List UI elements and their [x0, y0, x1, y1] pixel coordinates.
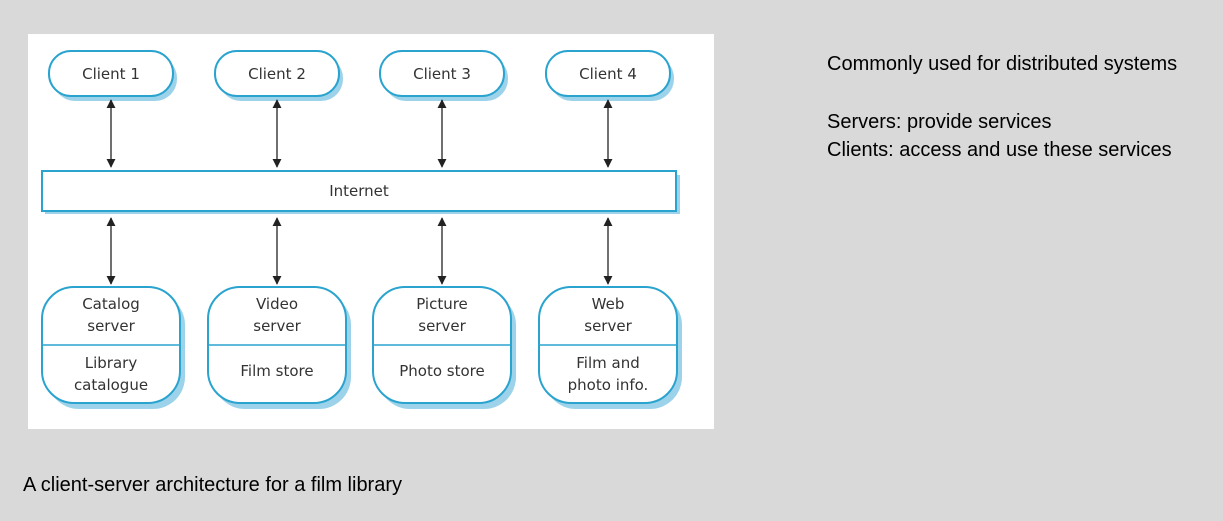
- internet-bar: [41, 170, 677, 212]
- architecture-diagram: Client 1 Client 2 Client 3 Client 4 Internet…: [28, 34, 714, 429]
- side-notes: Commonly used for distributed systems Se…: [827, 50, 1223, 164]
- server-name: Video: [256, 295, 298, 313]
- server-name: Picture: [416, 295, 468, 313]
- server-store-label: catalogue: [74, 376, 148, 394]
- client-node: [545, 50, 671, 97]
- server-store-label: Library: [85, 354, 138, 372]
- client-label: Client 1: [82, 65, 140, 83]
- note-clients: Clients: access and use these services: [827, 139, 1172, 161]
- server-name: server: [253, 317, 301, 335]
- client-node: [214, 50, 340, 97]
- server-name: Web: [592, 295, 625, 313]
- client-node: [48, 50, 174, 97]
- note-servers: Servers: provide services: [827, 111, 1052, 133]
- note-distributed: Commonly used for distributed systems: [827, 53, 1178, 75]
- client-label: Client 2: [248, 65, 306, 83]
- diagram-caption: A client-server architecture for a film …: [23, 474, 403, 496]
- server-store-label: Photo store: [399, 362, 485, 380]
- diagram-canvas: Client 1 Client 2 Client 3 Client 4 Internet…: [41, 50, 682, 409]
- server-name: server: [418, 317, 466, 335]
- internet-label: Internet: [329, 182, 389, 200]
- server-store-label: Film store: [240, 362, 313, 380]
- server-store-label: photo info.: [568, 376, 649, 394]
- server-name: server: [87, 317, 135, 335]
- server-name: server: [584, 317, 632, 335]
- server-name: Catalog: [82, 295, 140, 313]
- server-store-label: Film and: [576, 354, 639, 372]
- client-label: Client 3: [413, 65, 471, 83]
- client-label: Client 4: [579, 65, 637, 83]
- client-node: [379, 50, 505, 97]
